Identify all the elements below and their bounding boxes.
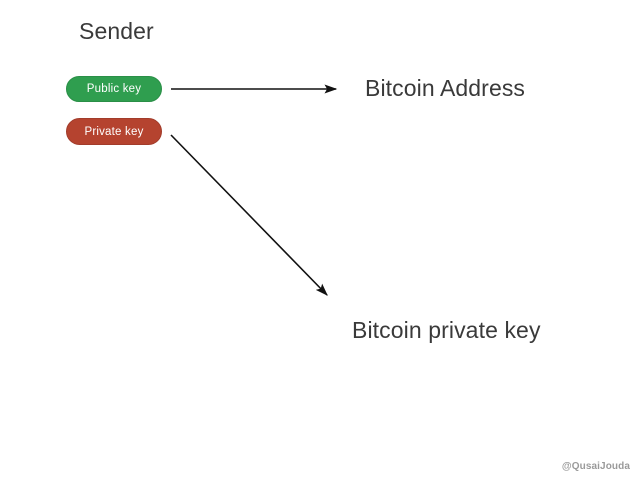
bitcoin-address-label: Bitcoin Address bbox=[365, 75, 526, 101]
bitcoin-private-key-label: Bitcoin private key bbox=[352, 317, 541, 343]
private-key-pill[interactable]: Private key bbox=[66, 118, 162, 145]
watermark: @QusaiJouda bbox=[561, 461, 630, 472]
arrow-private-key-to-bitcoin-private-key bbox=[170, 134, 328, 296]
sender-title: Sender bbox=[79, 18, 154, 44]
private-key-label: Private key bbox=[84, 125, 144, 138]
public-key-pill[interactable]: Public key bbox=[66, 76, 162, 102]
public-key-label: Public key bbox=[86, 83, 142, 95]
